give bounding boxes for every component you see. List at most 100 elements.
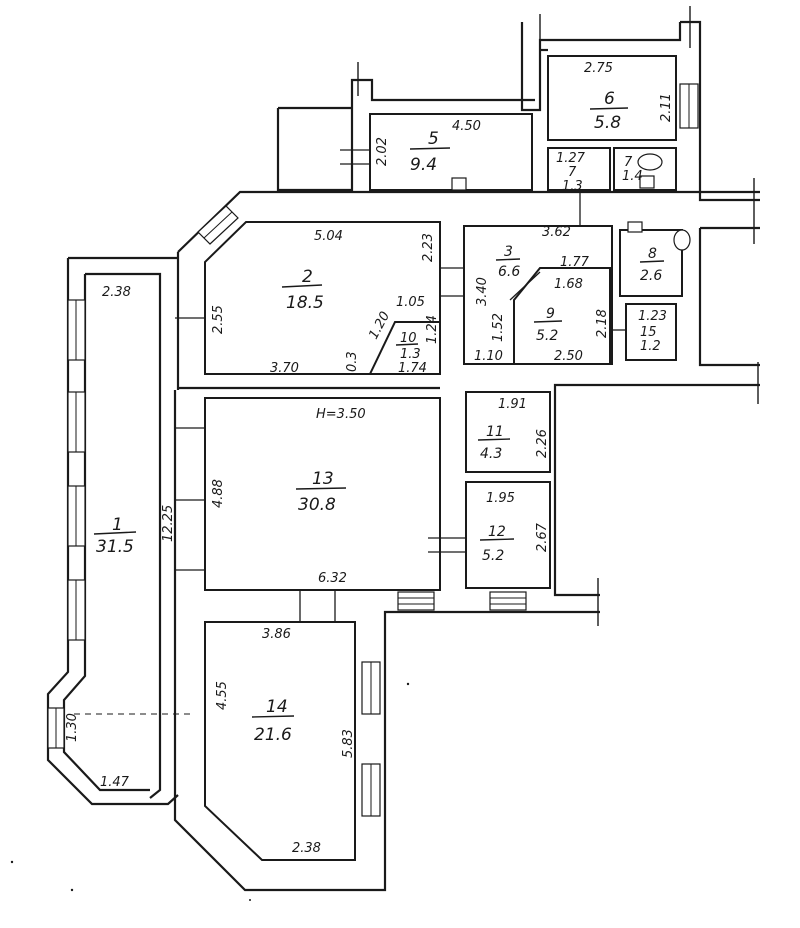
dim-1-47: 1.47: [100, 775, 130, 790]
dim-1-95: 1.95: [486, 491, 515, 506]
dim-1-77: 1.77: [560, 255, 590, 270]
dim-4-88: 4.88: [211, 479, 226, 508]
room-14: [204, 621, 356, 861]
doors: [175, 149, 691, 622]
dim-1-23: 1.23: [638, 309, 667, 324]
label-room-5: 5 9.4: [409, 129, 451, 175]
ceiling-height-label: H=3.50: [316, 407, 366, 422]
dim-2-38-bottom: 2.38: [292, 841, 321, 856]
room-14-number: 14: [266, 697, 288, 717]
room-7a-area: 1.3: [562, 179, 583, 194]
room-7b-number: 7: [624, 155, 633, 170]
dim-2-38-top: 2.38: [102, 285, 131, 300]
label-room-14: 14 21.6: [251, 697, 295, 745]
dim-5-83: 5.83: [341, 729, 356, 758]
label-room-8: 8 2.6: [639, 246, 665, 284]
scan-specks: [10, 682, 410, 901]
window-stairs-1: [397, 591, 435, 611]
room-8-number: 8: [648, 246, 657, 262]
room-15-area: 1.2: [640, 339, 661, 354]
label-room-13: 13 30.8: [295, 469, 347, 515]
dim-12-25: 12.25: [161, 505, 176, 542]
room-12-area: 5.2: [482, 548, 504, 564]
label-room-2: 2 18.5: [281, 267, 324, 313]
room-9: [513, 267, 611, 365]
dimension-labels: 2.75 2.11 4.50 2.02 5.04 2.23 3.62 2.38 …: [65, 61, 674, 856]
window-left-2: [67, 391, 86, 453]
room-3-area: 6.6: [498, 264, 520, 280]
label-room-1: 1 31.5: [93, 515, 137, 557]
dim-1-91: 1.91: [498, 397, 527, 412]
room-8-area: 2.6: [640, 268, 662, 284]
windows: [47, 83, 699, 817]
label-room-15: 15 1.2: [640, 325, 661, 354]
room-labels: 1 31.5 2 18.5 3 6.6 5 9.4 6 5.8 7 1.3: [93, 89, 665, 745]
label-room-6: 6 5.8: [589, 89, 629, 133]
room-7a: [547, 147, 611, 191]
room-15: [625, 303, 677, 361]
window-bay: [47, 707, 65, 749]
room-7b-area: 1.4: [622, 169, 643, 184]
dim-1-24: 1.24: [425, 315, 440, 344]
dim-1-27: 1.27: [556, 151, 586, 166]
dim-2-02: 2.02: [375, 137, 390, 166]
room-3-number: 3: [504, 244, 513, 260]
room-1-number: 1: [112, 515, 123, 535]
dim-3-62: 3.62: [542, 225, 571, 240]
dim-2-50: 2.50: [554, 349, 583, 364]
room-12-number: 12: [488, 524, 506, 540]
dim-3-40: 3.40: [475, 277, 490, 306]
room-8: [619, 229, 683, 297]
window-left-1: [67, 299, 86, 361]
room-5-number: 5: [428, 129, 439, 149]
room-14-area: 21.6: [254, 725, 292, 745]
room-11: [465, 391, 551, 473]
room-9-area: 5.2: [536, 328, 558, 344]
dim-2-67: 2.67: [535, 522, 550, 552]
walls: [46, 20, 760, 892]
window-room14-a: [361, 661, 381, 715]
room-10: [368, 321, 441, 375]
window-room6: [679, 83, 699, 129]
label-room-7a: 7 1.3: [562, 165, 583, 194]
dim-0-3: 0.3: [345, 351, 360, 372]
dim-2-75: 2.75: [584, 61, 613, 76]
room-15-number: 15: [640, 325, 657, 340]
dim-4-55: 4.55: [215, 681, 230, 710]
dim-4-50: 4.50: [452, 119, 481, 134]
label-room-7b: 7 1.4: [622, 155, 643, 184]
room-2-number: 2: [302, 267, 313, 287]
room-5-area: 9.4: [410, 155, 437, 175]
room-9-number: 9: [546, 306, 555, 322]
dim-3-70: 3.70: [270, 361, 299, 376]
dim-1-30: 1.30: [65, 713, 80, 742]
dim-2-11: 2.11: [659, 93, 674, 122]
dim-2-18: 2.18: [595, 309, 610, 338]
dim-2-23: 2.23: [421, 233, 436, 262]
room-1-area: 31.5: [96, 537, 134, 557]
room-10-number: 10: [400, 331, 417, 346]
dim-1-52: 1.52: [491, 313, 506, 342]
window-left-3: [67, 485, 86, 547]
dim-1-05: 1.05: [396, 295, 425, 310]
dim-6-32: 6.32: [318, 571, 347, 586]
room-10-area: 1.3: [400, 347, 421, 362]
section-marks: [357, 6, 759, 626]
label-room-10: 10 1.3: [395, 331, 421, 362]
room-13-area: 30.8: [298, 495, 336, 515]
dim-5-04: 5.04: [314, 229, 343, 244]
dim-2-55: 2.55: [211, 305, 226, 334]
room-11-number: 11: [486, 424, 504, 440]
room-7a-number: 7: [568, 165, 577, 180]
window-stairs-2: [489, 591, 527, 611]
room-13: [204, 397, 441, 591]
label-room-9: 9 5.2: [533, 306, 563, 344]
room-6: [547, 55, 677, 141]
label-room-12: 12 5.2: [479, 524, 515, 564]
room-6-area: 5.8: [594, 113, 621, 133]
room-13-number: 13: [312, 469, 334, 489]
rooms-layer: [204, 55, 683, 861]
dim-1-74: 1.74: [398, 361, 427, 376]
room-12: [465, 481, 551, 589]
